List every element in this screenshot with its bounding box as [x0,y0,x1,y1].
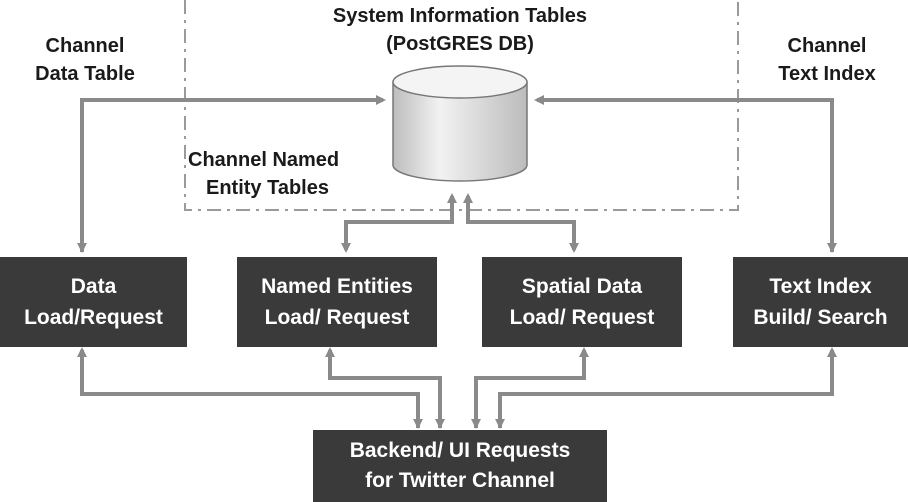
entity-label-line2: Entity Tables [206,177,329,199]
box-line1: Named Entities [261,275,413,298]
spatial-data-box: Spatial Data Load/ Request [482,257,682,347]
right-label-line1: Channel [787,35,867,57]
db-title: System Information Tables (PostGRES DB) [300,2,620,58]
arrow-db-entities [341,212,454,253]
backend-line2: for Twitter Channel [365,469,555,492]
arrow-spatial-backend [471,360,586,429]
box-line1: Data [70,275,117,298]
db-title-line1: System Information Tables [332,5,588,27]
db-boundary [184,0,739,211]
channel-data-table-label: Channel Data Table [10,32,160,88]
backend-line1: Backend/ UI Requests [349,439,571,462]
right-label-line2: Text Index [778,63,876,85]
box-line2: Load/ Request [509,306,655,329]
box-line2: Load/Request [24,306,163,329]
arrow-db-spatial [466,212,579,253]
left-label-line1: Channel [45,35,125,57]
box-line1: Text Index [769,275,872,298]
arrow-entities-backend [328,360,445,429]
arrow-backend-entities [325,347,442,428]
channel-named-entity-label: Channel Named Entity Tables [188,146,339,202]
text-index-box: Text Index Build/ Search [733,257,908,347]
left-label-line2: Data Table [35,63,135,85]
arrow-backend-spatial [474,347,589,428]
arrow-data-backend [80,360,423,429]
arrow-backend-text [498,347,837,428]
backend-ui-requests-box: Backend/ UI Requests for Twitter Channel [313,430,607,502]
database-cylinder [392,65,528,182]
named-entities-box: Named Entities Load/ Request [237,257,437,347]
arrow-text-backend [495,360,834,429]
arrow-text-to-db [534,95,834,252]
db-title-line2: (PostGRES DB) [386,33,534,55]
channel-text-index-label: Channel Text Index [752,32,902,88]
box-line2: Build/ Search [753,306,888,329]
data-load-request-box: Data Load/Request [0,257,187,347]
entity-label-line1: Channel Named [188,149,340,171]
arrow-backend-data [77,347,420,428]
box-line2: Load/ Request [264,306,410,329]
box-line1: Spatial Data [521,275,643,298]
